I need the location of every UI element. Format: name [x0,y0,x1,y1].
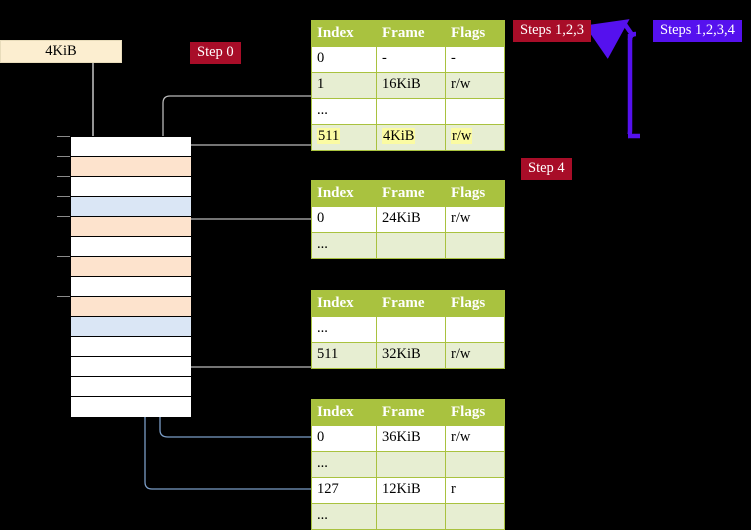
memory-tick [57,176,70,177]
badge-steps-1234: Steps 1,2,3,4 [653,20,742,42]
table-row: ... [311,232,505,259]
cell-frame: 36KiB [376,425,446,452]
cell-flags: r/w [445,206,505,233]
cell-flags: r/w [445,72,505,99]
cell-frame [376,98,446,125]
cell-frame: 32KiB [376,342,446,369]
memory-tick [57,156,70,157]
table-row: ... [311,98,505,125]
memory-tick [57,216,70,217]
cell-frame: 16KiB [376,72,446,99]
cell-flags [445,232,505,259]
memory-frame-row [71,157,191,177]
cell-index: 0 [311,46,377,73]
table-row: ... [311,316,505,343]
memory-frame-row [71,297,191,317]
cell-frame: - [376,46,446,73]
cell-index: ... [311,451,377,478]
memory-frame-row [71,377,191,397]
cell-flags [445,316,505,343]
cell-index: ... [311,503,377,530]
cell-index: 127 [311,477,377,504]
memory-tick [57,296,70,297]
cell-flags: r/w [445,425,505,452]
table-row: 511 4KiB r/w [311,124,505,151]
column-header-index: Index [311,20,377,47]
badge-steps-123: Steps 1,2,3 [513,20,592,42]
column-header-frame: Frame [376,290,446,317]
cell-index: 0 [311,425,377,452]
memory-frame-row [71,397,191,417]
cell-frame [376,503,446,530]
column-header-flags: Flags [445,290,505,317]
badge-step-0: Step 0 [190,42,241,64]
cell-flags [445,503,505,530]
highlight-mark: r/w [451,128,473,145]
column-header-frame: Frame [376,20,446,47]
table-row: 0-- [311,46,505,73]
cell-frame: 24KiB [376,206,446,233]
table-row: ... [311,503,505,530]
column-header-flags: Flags [445,180,505,207]
table-row: ... [311,451,505,478]
cell-frame: 12KiB [376,477,446,504]
memory-frame-row [71,177,191,197]
cell-flags: r/w [445,342,505,369]
highlight-mark: 4KiB [382,128,416,145]
memory-frame-row [71,137,191,157]
cell-flags: r [445,477,505,504]
column-header-flags: Flags [445,20,505,47]
memory-frame-row [71,277,191,297]
memory-frame-row [71,357,191,377]
memory-frame-row [71,337,191,357]
cell-index: ... [311,316,377,343]
cell-index: ... [311,98,377,125]
cell-frame [376,451,446,478]
cell-frame: 4KiB [376,124,446,151]
badge-step-4: Step 4 [521,158,572,180]
memory-tick [57,256,70,257]
memory-tick [57,196,70,197]
cell-flags [445,451,505,478]
column-header-index: Index [311,290,377,317]
cell-flags: r/w [445,124,505,151]
cell-index: ... [311,232,377,259]
memory-frame-row [71,197,191,217]
memory-tick [57,136,70,137]
memory-frame-row [71,257,191,277]
cell-frame [376,232,446,259]
cell-index: 511 [311,124,377,151]
highlight-mark: 511 [317,128,341,145]
frame-size-label: 4KiB [0,40,122,63]
cell-index: 0 [311,206,377,233]
column-header-frame: Frame [376,399,446,426]
memory-frame-row [71,237,191,257]
cell-index: 1 [311,72,377,99]
column-header-frame: Frame [376,180,446,207]
physical-memory-column [70,136,191,417]
cell-flags: - [445,46,505,73]
memory-frame-row [71,317,191,337]
cell-frame [376,316,446,343]
memory-frame-row [71,217,191,237]
column-header-index: Index [311,399,377,426]
cell-flags [445,98,505,125]
cell-index: 511 [311,342,377,369]
column-header-index: Index [311,180,377,207]
column-header-flags: Flags [445,399,505,426]
